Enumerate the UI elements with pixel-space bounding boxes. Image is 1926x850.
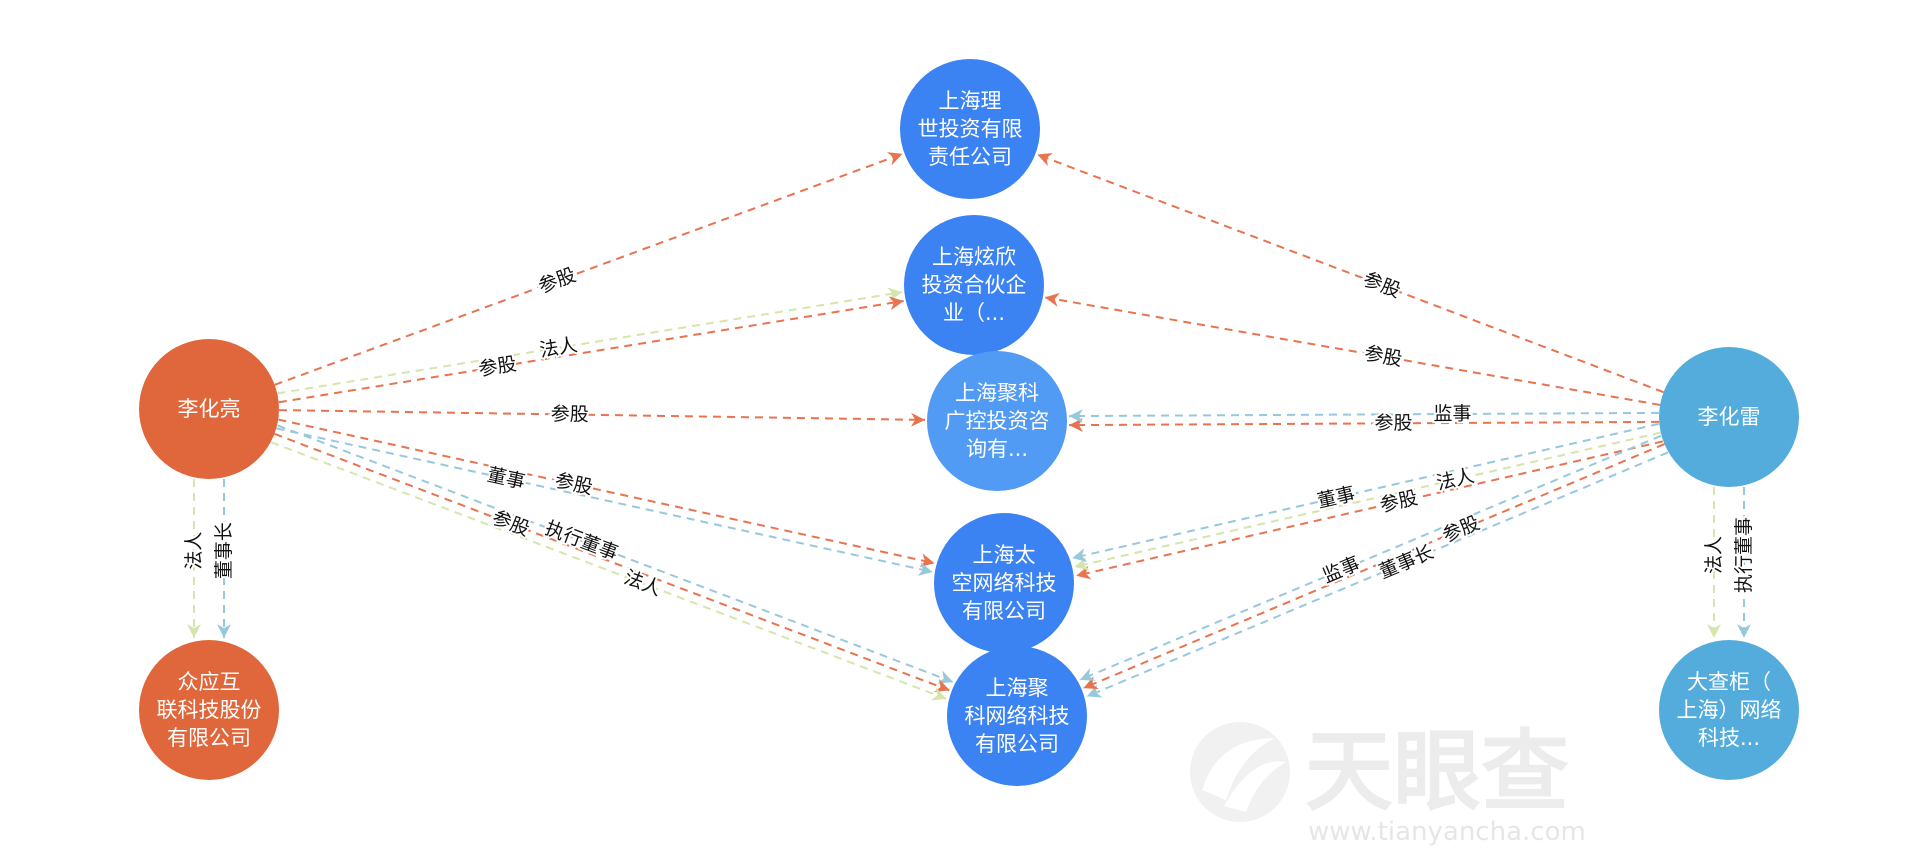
node-label: 世投资有限 (918, 117, 1023, 141)
edge-label: 董事长 (213, 522, 235, 579)
edge-label: 参股 (1363, 342, 1404, 370)
edge-label: 参股 (1439, 512, 1483, 547)
edge-label: 执行董事 (542, 517, 621, 565)
node-label: 投资合伙企 (922, 273, 1027, 297)
node-label: 联科技股份 (157, 698, 262, 722)
edge-label: 法人 (1703, 536, 1725, 574)
node-lhlei[interactable]: 李化雷 (1659, 347, 1799, 487)
node-label: 责任公司 (928, 145, 1012, 169)
edge-lhlei-xuanxin[interactable] (1044, 292, 1661, 406)
edge-label: 参股 (1374, 412, 1412, 434)
node-circle[interactable] (139, 339, 279, 479)
node-label: 科技... (1698, 726, 1760, 750)
edge-lhlei-taikong[interactable] (1071, 422, 1659, 562)
edge-label: 法人 (183, 532, 205, 570)
edge-label: 参股 (489, 507, 532, 541)
edge-lhlei-lishi[interactable] (1036, 152, 1664, 394)
node-label: 空网络科技 (952, 571, 1057, 595)
edge-lhlei-jkwl[interactable] (1079, 434, 1662, 681)
node-label: 上海炫欣 (932, 245, 1016, 269)
node-xuanxin[interactable]: 上海炫欣投资合伙企业（... (904, 215, 1044, 355)
watermark-logo-icon (1190, 722, 1290, 822)
edge-label: 监事 (1433, 403, 1471, 425)
edge-label: 参股 (477, 353, 518, 381)
node-label: 大查柜（ (1687, 670, 1771, 694)
node-label: 广控投资咨 (945, 409, 1050, 433)
node-circle[interactable] (934, 513, 1074, 653)
node-circle[interactable] (1659, 640, 1799, 780)
edge-label: 参股 (1378, 487, 1420, 517)
node-label: 有限公司 (962, 599, 1046, 623)
node-circle[interactable] (139, 640, 279, 780)
edge-label: 执行董事 (1733, 517, 1755, 593)
node-label: 上海理 (939, 89, 1002, 113)
edges (187, 152, 1751, 701)
edge-label: 董事长 (1376, 541, 1437, 583)
watermark-url: www.tianyancha.com (1308, 817, 1586, 847)
edge-lhlei-jkgk[interactable] (1068, 409, 1659, 424)
edge-label: 法人 (621, 566, 664, 600)
edge-label: 参股 (536, 264, 579, 298)
watermark-title: 天眼查 (1305, 720, 1569, 823)
node-label: 科网络科技 (965, 704, 1070, 728)
edge-lhl-xuanxin[interactable] (277, 287, 903, 395)
node-label: 上海聚 (986, 676, 1049, 700)
edge-lhl-lishi[interactable] (274, 152, 903, 386)
node-label: 业（... (943, 301, 1005, 325)
edge-lhl-jkgk[interactable] (278, 409, 926, 427)
node-label: 询有... (966, 437, 1028, 461)
edge-lhl-jkwl[interactable] (270, 441, 947, 701)
node-label: 有限公司 (167, 726, 251, 750)
node-dcg[interactable]: 大查柜（ 上海）网络科技... (1659, 640, 1799, 780)
node-circle[interactable] (1659, 347, 1799, 487)
edge-lhlei-taikong[interactable] (1073, 431, 1661, 571)
node-label: 李化亮 (178, 397, 241, 421)
node-circle[interactable] (927, 351, 1067, 491)
edge-lhlei-taikong[interactable] (1075, 440, 1663, 580)
edge-label: 参股 (1360, 268, 1403, 302)
node-label: 上海聚科 (955, 381, 1039, 405)
node-circle[interactable] (947, 646, 1087, 786)
watermark: 天眼查 www.tianyancha.com (1190, 720, 1586, 847)
edge-label: 参股 (553, 469, 595, 499)
edge-label: 董事 (485, 464, 527, 494)
node-label: 上海）网络 (1677, 698, 1782, 722)
node-label: 上海太 (973, 543, 1036, 567)
edge-lhlei-jkwl[interactable] (1086, 451, 1669, 698)
edge-label: 董事 (1315, 483, 1357, 513)
node-jkgk[interactable]: 上海聚科广控投资咨询有... (927, 351, 1067, 491)
edge-lhlei-jkgk[interactable] (1069, 418, 1660, 433)
node-lhl[interactable]: 李化亮 (139, 339, 279, 479)
edge-lhl-xuanxin[interactable] (278, 296, 904, 404)
node-label: 李化雷 (1698, 405, 1761, 429)
edge-label: 法人 (538, 334, 579, 362)
nodes: 李化亮众应互联科技股份有限公司上海理世投资有限责任公司上海炫欣投资合伙企业（..… (139, 59, 1799, 786)
edge-lhlei-jkwl[interactable] (1082, 443, 1665, 690)
edge-label: 法人 (1434, 465, 1476, 495)
node-label: 众应互 (178, 670, 241, 694)
node-label: 有限公司 (975, 732, 1059, 756)
edge-label: 参股 (551, 403, 589, 426)
node-circle[interactable] (904, 215, 1044, 355)
node-circle[interactable] (900, 59, 1040, 199)
